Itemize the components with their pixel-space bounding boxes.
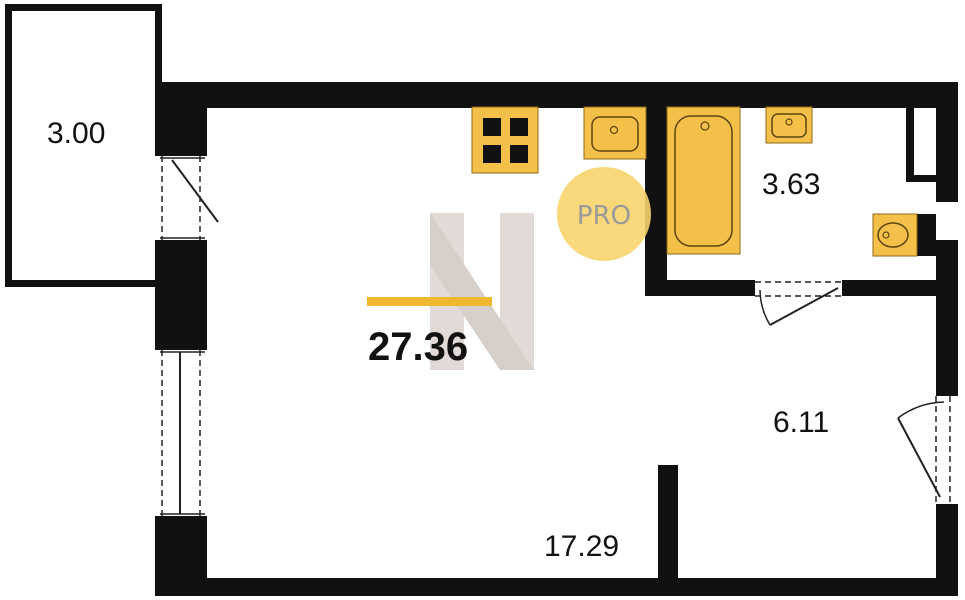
outer-walls [155, 82, 958, 596]
balcony-area: 3.00 [47, 117, 105, 150]
pro-badge-label: PRO [577, 201, 631, 231]
door-icon [897, 396, 951, 504]
washbasin-icon [765, 106, 813, 144]
living-room-area: 17.29 [544, 530, 619, 563]
bathtub-icon [666, 106, 741, 255]
window-icon [160, 156, 219, 240]
window-icon [160, 350, 205, 516]
watermark-logo-icon [430, 213, 534, 370]
hallway-area: 6.11 [773, 406, 829, 439]
bathroom-area: 3.63 [762, 168, 820, 201]
sink-icon [583, 106, 647, 160]
total-area-accent-bar [367, 297, 492, 306]
pro-badge-circle [557, 167, 651, 261]
toilet-icon [872, 213, 936, 257]
door-icon [755, 281, 842, 326]
total-area: 27.36 [368, 325, 468, 369]
balcony-outline [5, 4, 162, 287]
interior-walls [645, 100, 958, 585]
stove-icon [471, 106, 539, 174]
